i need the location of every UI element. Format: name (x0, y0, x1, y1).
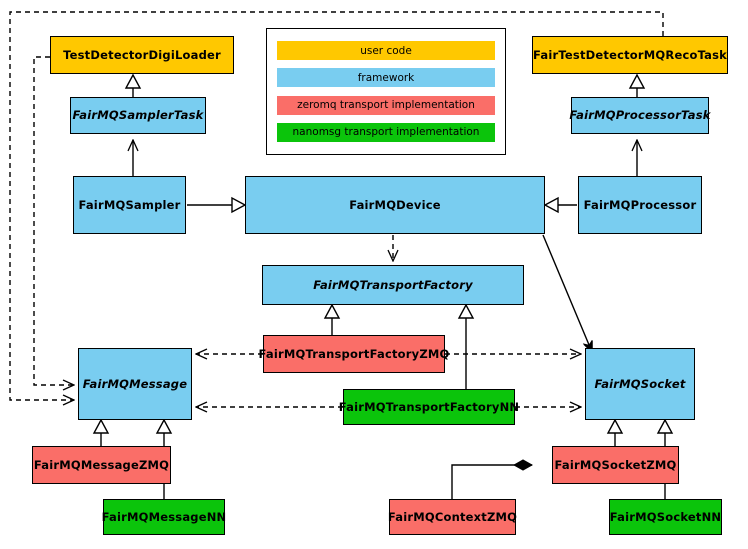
gen-tri-processor (543, 196, 559, 214)
class-box-fairmqsampler[interactable]: FairMQSampler (73, 176, 186, 234)
class-label: FairMQTransportFactory (313, 277, 473, 292)
gen-tri-socketnn (656, 418, 674, 434)
legend-item-user-code: user code (277, 41, 495, 61)
gen-tri-samplertask (124, 73, 142, 89)
class-label: TestDetectorDigiLoader (63, 47, 221, 62)
class-box-fairmqmessagenn[interactable]: FairMQMessageNN (101, 499, 227, 535)
class-label: FairTestDetectorMQRecoTask (533, 47, 727, 62)
gen-tri-socketzmq (606, 418, 624, 434)
class-label: FairMQSamplerTask (72, 108, 204, 123)
class-label: FairMQMessageZMQ (33, 457, 170, 472)
class-box-fairmqmessagezmq[interactable]: FairMQMessageZMQ (32, 446, 171, 484)
gen-tri-messagenn (155, 418, 173, 434)
class-box-fairmqcontextzmq[interactable]: FairMQContextZMQ (387, 499, 518, 535)
class-label: FairMQMessage (82, 376, 188, 391)
legend-label-user-code: user code (360, 44, 412, 57)
class-label: FairMQSocketNN (609, 509, 722, 524)
class-box-fairmqtransportfactoryzmq[interactable]: FairMQTransportFactoryZMQ (259, 335, 449, 373)
class-box-fairmqtransportfactorynn[interactable]: FairMQTransportFactoryNN (339, 389, 519, 425)
legend-label-zeromq: zeromq transport implementation (297, 99, 475, 112)
legend-label-nanomsg: nanomsg transport implementation (292, 126, 480, 139)
class-box-fairmqsocket[interactable]: FairMQSocket (585, 348, 695, 420)
legend-panel: user code framework zeromq transport imp… (266, 28, 506, 155)
legend-item-zeromq: zeromq transport implementation (277, 95, 495, 115)
class-box-fairmqsocketzmq[interactable]: FairMQSocketZMQ (552, 446, 679, 484)
class-label: FairMQTransportFactoryNN (338, 399, 520, 414)
class-box-fairmqtransportfactory[interactable]: FairMQTransportFactory (262, 265, 524, 305)
class-box-fairtestdetectormqrecotask[interactable]: FairTestDetectorMQRecoTask (532, 36, 728, 74)
legend-label-framework: framework (357, 71, 415, 84)
class-box-testdetectordigiloader[interactable]: TestDetectorDigiLoader (50, 36, 234, 74)
gen-tri-processortask (628, 73, 646, 89)
gen-tri-messagezmq (92, 418, 110, 434)
legend-item-framework: framework (277, 68, 495, 88)
class-label: FairMQProcessor (583, 197, 697, 212)
class-label: FairMQSocketZMQ (554, 457, 677, 472)
class-label: FairMQProcessorTask (569, 108, 711, 123)
class-label: FairMQMessageNN (101, 509, 227, 524)
legend-item-nanomsg: nanomsg transport implementation (277, 122, 495, 142)
class-box-fairmqsamplertask[interactable]: FairMQSamplerTask (70, 97, 206, 134)
class-label: FairMQContextZMQ (387, 509, 518, 524)
class-label: FairMQSampler (78, 197, 181, 212)
class-box-fairmqprocessor[interactable]: FairMQProcessor (578, 176, 702, 234)
comp-socketzmq-contextzmq (451, 465, 532, 499)
class-box-fairmqsocketnn[interactable]: FairMQSocketNN (609, 499, 722, 535)
gen-tri-tfzmq (323, 303, 341, 319)
dep-digiloader-message-route (33, 56, 74, 385)
class-label: FairMQSocket (594, 376, 686, 391)
gen-tri-sampler (231, 196, 247, 214)
class-label: FairMQDevice (349, 197, 441, 212)
class-box-fairmqmessage[interactable]: FairMQMessage (78, 348, 192, 420)
gen-tri-tfnn (457, 303, 475, 319)
class-box-fairmqdevice[interactable]: FairMQDevice (245, 176, 545, 234)
class-box-fairmqprocessortask[interactable]: FairMQProcessorTask (569, 97, 711, 134)
class-label: FairMQTransportFactoryZMQ (258, 346, 450, 361)
assoc-device-socket (542, 234, 592, 352)
